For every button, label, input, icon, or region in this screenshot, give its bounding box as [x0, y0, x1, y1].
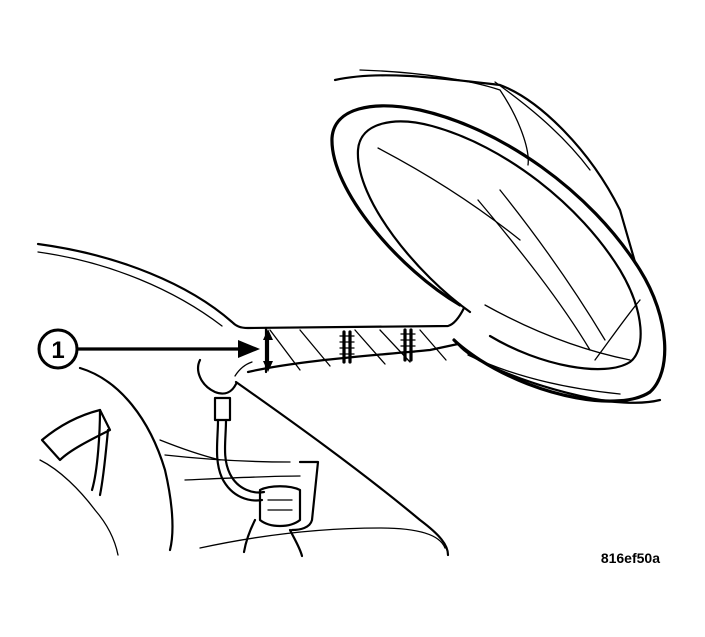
callout-arrowhead	[238, 340, 260, 358]
steering-wheel	[330, 104, 667, 403]
left-trim	[39, 366, 446, 556]
callout-1: 1	[37, 328, 260, 370]
spacer-bolt-left	[339, 330, 355, 364]
lower-dash	[197, 358, 450, 557]
figure-code: 816ef50a	[601, 550, 660, 566]
steering-column-cover	[333, 69, 637, 264]
pedal-bracket	[242, 460, 320, 558]
spacer-bolt-right	[400, 328, 416, 362]
instrument-panel	[36, 242, 466, 330]
gap-measurement-arrow	[263, 329, 273, 372]
lever	[213, 396, 266, 502]
callout-number: 1	[51, 337, 64, 364]
